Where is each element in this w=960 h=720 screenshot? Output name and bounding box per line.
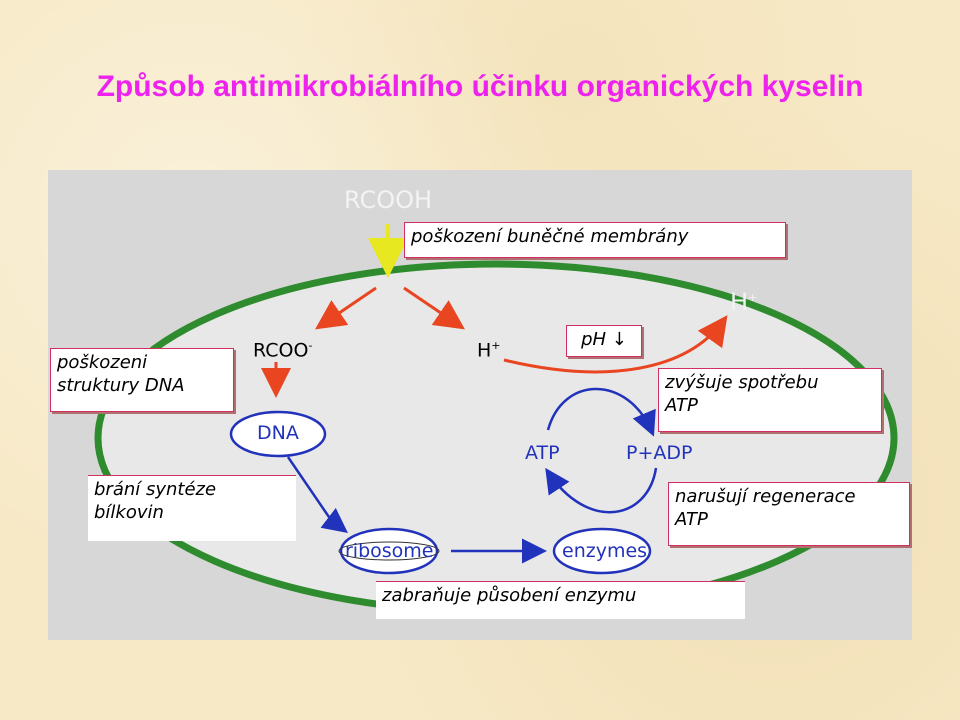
rcooh-label: RCOOH [344,186,433,214]
enzymes-ellipse [552,527,652,575]
atp-label: ATP [525,442,560,464]
ribosome-label: ribosome [345,540,434,562]
protein-synthesis-box: brání syntéze bílkovin [88,475,296,541]
protein-line-2: bílkovin [94,502,164,523]
h-outside-text: H [730,288,749,316]
enzyme-inhibition-box: zabraňuje působení enzymu [376,581,745,619]
atp-use-line-1: zvýšuje spotřebu [665,372,819,393]
dna-damage-line-1: poškozeni [57,352,148,373]
rcoo-sup: - [308,339,313,352]
dna-damage-box: poškozeni struktury DNA [50,348,234,412]
h-export-arrow [503,315,728,374]
dna-ellipse [229,410,327,458]
padp-label: P+ADP [626,442,693,464]
ribosome-ellipse [339,527,439,575]
atp-use-box: zvýšuje spotřebu ATP [658,368,882,432]
regen-line-1: narušují regenerace [675,486,856,507]
cell-membrane [94,260,898,616]
arrow-to-h [403,286,465,330]
rcoo-text: RCOO [253,339,309,362]
dna-damage-line-2: struktury DNA [57,375,185,396]
slide-title: Způsob antimikrobiálního účinku organick… [96,70,864,103]
membrane-damage-box: poškození buněčné membrány [404,222,786,258]
enzymes-label: enzymes [562,540,648,562]
diagram-panel: RCOOH H+ RCOO- H+ pH ↓ DNA ATP P+ADP rib… [48,170,912,640]
arrow-dna-to-ribosome [286,456,348,534]
h-inside-sup: + [491,339,501,352]
h-inside-label: H+ [477,339,501,361]
protein-line-1: brání syntéze [94,479,217,500]
cycle-arrow-bottom [545,467,658,514]
arrow-to-rcoo [315,286,377,330]
cycle-arrow-top [546,387,656,437]
rcoo-label: RCOO- [253,339,312,361]
regen-line-2: ATP [675,509,708,530]
h-outside-label: H+ [730,288,757,316]
atp-regeneration-box: narušují regenerace ATP [668,482,910,546]
atp-use-line-2: ATP [665,395,698,416]
h-outside-sup: + [748,291,758,304]
ph-box: pH ↓ [566,325,642,357]
dna-label: DNA [257,422,299,444]
h-inside-text: H [477,339,492,362]
